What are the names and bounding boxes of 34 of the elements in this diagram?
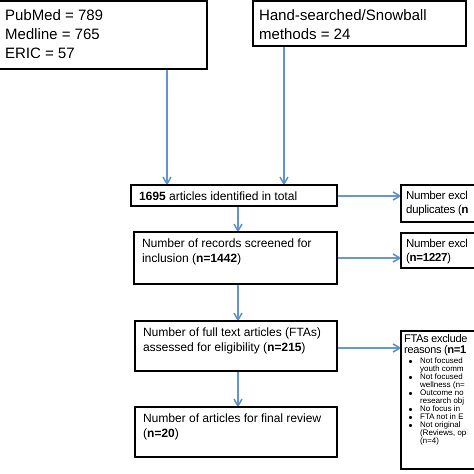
node-text: Medline = 765: [5, 25, 101, 44]
node-text: Number of articles for final review (n=20): [143, 411, 322, 441]
node-text: PubMed = 789: [5, 6, 104, 25]
node-text: Number of full text articles (FTAs) assessed for eligibility (n=215): [143, 325, 322, 355]
list-item-text: No focus in: [420, 405, 460, 413]
box-heading: FTAs exclude reasons (n=1: [403, 334, 468, 356]
arrow: [233, 372, 243, 407]
node-text: Number excl duplicates (n: [406, 189, 470, 217]
process-box: [400, 330, 474, 470]
process-box: [134, 406, 338, 458]
arrow: [338, 343, 401, 353]
node-text: 1695 articles identified in total: [139, 189, 298, 204]
list-item-text: Not original (Reviews, op (n=4): [420, 421, 468, 445]
list-item-text: FTA not in E: [420, 413, 464, 421]
arrow: [279, 47, 289, 185]
process-box: [0, 0, 208, 70]
process-box: [400, 232, 474, 269]
list-item-text: Outcome no research obj: [420, 389, 466, 405]
arrow: [338, 191, 401, 201]
list-item-text: Not focused youth comm: [420, 357, 465, 373]
node-text: Hand-searched/Snowball methods = 24: [259, 6, 428, 44]
process-box: [130, 184, 338, 207]
process-box: [133, 231, 338, 285]
node-text: ERIC = 57: [5, 44, 76, 63]
arrow: [233, 207, 243, 232]
arrow: [338, 253, 401, 263]
node-text: Number excl (n=1227): [406, 237, 468, 265]
arrow: [162, 70, 172, 185]
process-box: [400, 184, 474, 223]
process-box: [252, 0, 467, 47]
process-box: [134, 320, 338, 372]
list-item-text: Not focused wellness (n=: [420, 373, 466, 389]
arrow: [233, 285, 243, 321]
node-text: Number of records screened for inclusion (n=1442): [142, 236, 312, 266]
